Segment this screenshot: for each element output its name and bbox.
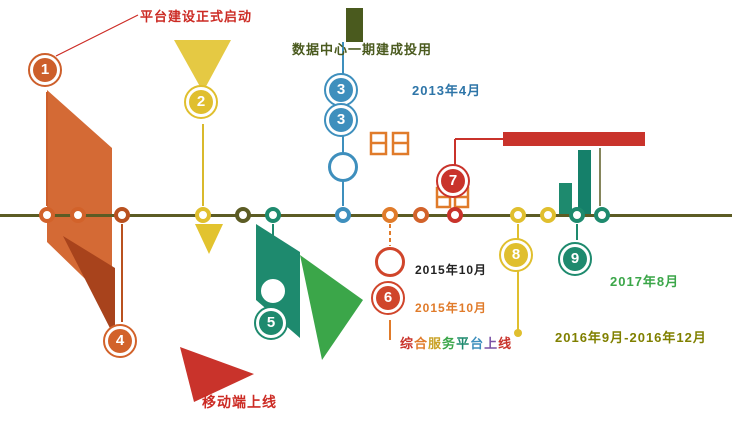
label-rainbow-platform: 综合服务平台上线 — [400, 333, 512, 352]
milestone-ring-blue — [328, 152, 358, 182]
milestone-ring-red — [375, 247, 405, 277]
rainbow-char: 综 — [400, 336, 415, 351]
rainbow-char: 台 — [470, 336, 485, 351]
label-milestone-3: 数据中心一期建成投用 — [292, 42, 433, 57]
label-milestone-1: 平台建设正式启动 — [140, 9, 253, 24]
label-date-2015-bottom: 2015年10月 — [415, 301, 488, 315]
bar-teal-tall — [578, 150, 591, 214]
milestone-ring-teal — [258, 276, 288, 306]
label-date-2015-top: 2015年10月 — [415, 263, 488, 277]
connector-top-red — [55, 14, 139, 57]
timeline-node — [114, 207, 130, 223]
label-milestone-4: 移动端上线 — [202, 394, 277, 410]
calendar-icons — [369, 131, 470, 209]
milestone-badge-3-upper[interactable]: 3 — [324, 73, 358, 107]
badge-number: 9 — [563, 247, 587, 271]
badge-number: 8 — [504, 243, 528, 267]
timeline-node — [594, 207, 610, 223]
badge-number: 3 — [329, 78, 353, 102]
timeline-node — [510, 207, 526, 223]
rainbow-char: 平 — [456, 336, 471, 351]
timeline-node — [335, 207, 351, 223]
label-date-2017: 2017年8月 — [610, 274, 680, 289]
label-date-2016: 2016年9月-2016年12月 — [555, 330, 707, 345]
timeline-node — [447, 207, 463, 223]
badge-number: 4 — [108, 329, 132, 353]
connector-8-endcap — [514, 329, 522, 337]
rainbow-char: 合 — [414, 336, 429, 351]
timeline-node — [540, 207, 556, 223]
milestone-badge-9[interactable]: 9 — [558, 242, 592, 276]
rainbow-char: 服 — [428, 336, 443, 351]
badge-number: 7 — [441, 169, 465, 193]
pennant-yellow-bottom — [195, 224, 223, 254]
rainbow-char: 上 — [484, 336, 499, 351]
timeline-node — [265, 207, 281, 223]
badge-number: 6 — [376, 286, 400, 310]
timeline-node — [382, 207, 398, 223]
rainbow-char: 务 — [442, 336, 457, 351]
label-date-2013: 2013年4月 — [412, 83, 482, 98]
pennant-dark-orange — [63, 236, 115, 338]
badge-number: 3 — [329, 108, 353, 132]
bar-teal-short — [559, 183, 572, 214]
pennant-red-bottom — [180, 347, 254, 402]
timeline-node — [195, 207, 211, 223]
milestone-badge-5[interactable]: 5 — [254, 306, 288, 340]
milestone-badge-4[interactable]: 4 — [103, 324, 137, 358]
timeline-axis — [0, 214, 732, 217]
milestone-badge-2[interactable]: 2 — [184, 85, 218, 119]
timeline-node — [413, 207, 429, 223]
timeline-node — [39, 207, 55, 223]
badge-number: 1 — [33, 58, 57, 82]
timeline-node — [235, 207, 251, 223]
pennant-orange — [47, 90, 112, 305]
bar-dark-green-top — [346, 8, 363, 42]
milestone-badge-6[interactable]: 6 — [371, 281, 405, 315]
milestone-badge-7[interactable]: 7 — [436, 164, 470, 198]
bar-red-right — [503, 132, 645, 146]
timeline-node — [70, 207, 86, 223]
rainbow-char: 线 — [498, 336, 513, 351]
timeline-node — [569, 207, 585, 223]
milestone-badge-8[interactable]: 8 — [499, 238, 533, 272]
milestone-badge-3-lower[interactable]: 3 — [324, 103, 358, 137]
milestone-badge-1[interactable]: 1 — [28, 53, 62, 87]
pennant-green — [300, 255, 363, 360]
pennant-yellow-top — [174, 40, 231, 92]
badge-number: 2 — [189, 90, 213, 114]
badge-number: 5 — [259, 311, 283, 335]
